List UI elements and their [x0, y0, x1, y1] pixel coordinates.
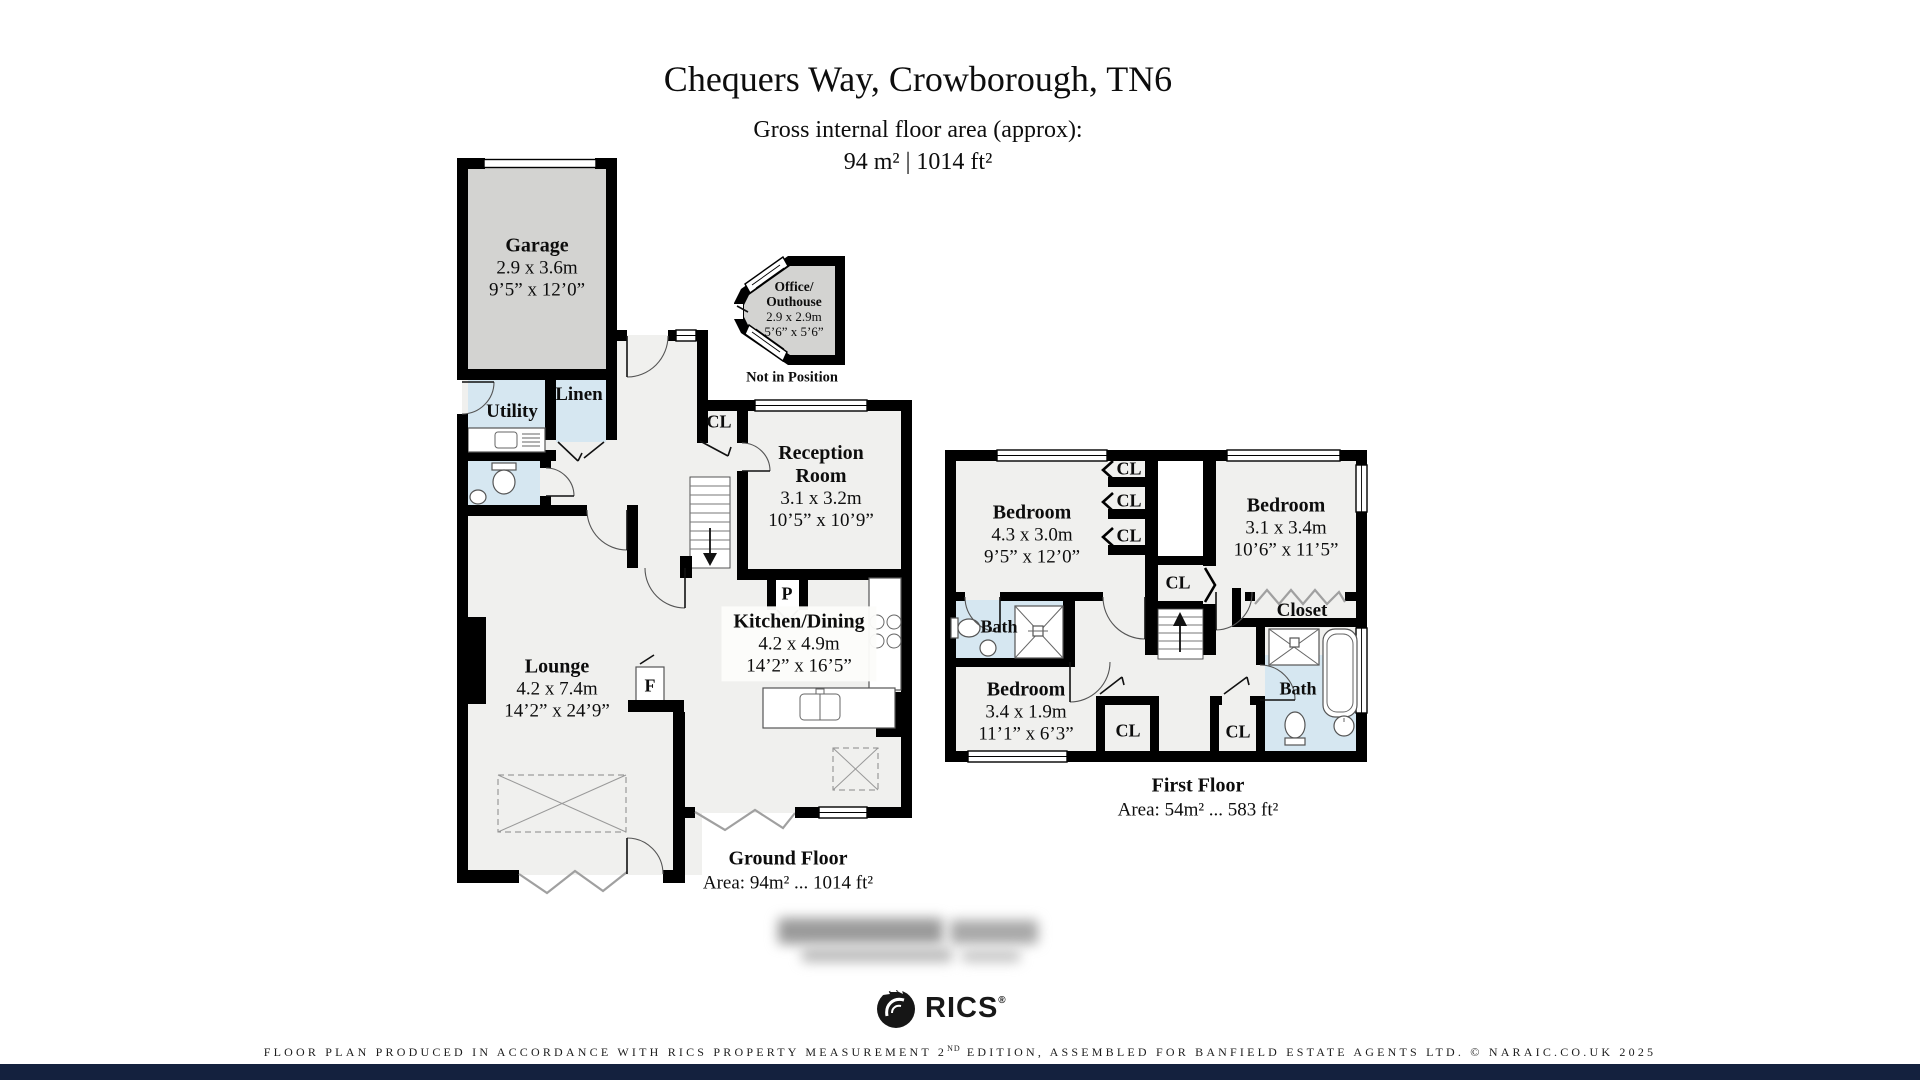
garage-walls — [457, 158, 617, 380]
bath-left-fixtures — [950, 605, 1064, 659]
garage-label: Garage 2.9 x 3.6m 9’5” x 12’0” — [488, 234, 586, 301]
redacted-watermark — [802, 948, 952, 962]
ground-floor-caption: Ground Floor Area: 94m² ... 1014 ft² — [702, 847, 874, 894]
bedroom2-label: Bedroom 3.1 x 3.4m 10’6” x 11’5” — [1233, 494, 1339, 561]
folding-doors — [518, 869, 628, 895]
first-floor-plan — [945, 449, 1368, 763]
cl-label-bottom-left: CL — [1115, 720, 1141, 741]
first-floor-caption: First Floor Area: 54m² ... 583 ft² — [1117, 774, 1279, 821]
closet-large-label: Closet — [1276, 600, 1328, 621]
utility-label: Utility — [486, 401, 538, 422]
rics-lion-icon — [877, 986, 915, 1028]
wc-basin — [469, 489, 487, 505]
cl-label-bottom-right: CL — [1225, 721, 1251, 742]
pantry-label: P — [781, 583, 793, 604]
toilet-right — [1284, 711, 1306, 739]
rics-logo: RICS® — [874, 986, 1007, 1030]
closet-stack — [1101, 455, 1217, 655]
office-outhouse-label: Office/ Outhouse 2.9 x 2.9m 5’6” x 5’6” — [764, 279, 824, 339]
cl-label-2: CL — [1116, 490, 1142, 511]
lounge-south-wall — [457, 416, 685, 895]
fridge-recess — [628, 654, 685, 874]
bottom-bar — [0, 1064, 1920, 1080]
bedroom1-label: Bedroom 4.3 x 3.0m 9’5” x 12’0” — [983, 501, 1081, 568]
bathtub — [1322, 628, 1358, 718]
kitchen-opening — [694, 808, 796, 832]
linen-label: Linen — [555, 384, 603, 405]
basin-right — [1333, 715, 1355, 737]
lounge-skylight — [497, 774, 627, 833]
not-in-position-note: Not in Position — [746, 369, 838, 386]
redacted-watermark — [778, 918, 943, 944]
garage-floor — [462, 163, 612, 375]
floor-area-values: 94 m² | 1014 ft² — [843, 149, 993, 175]
first-floor-inner-walls — [945, 588, 1367, 757]
reception-label: Reception Room 3.1 x 3.2m 10’5” x 10’9” — [768, 441, 874, 532]
stairwell-void — [1158, 457, 1203, 560]
disclaimer-text: FLOOR PLAN PRODUCED IN ACCORDANCE WITH R… — [263, 1044, 1657, 1059]
garage-door — [483, 158, 597, 169]
cl-label-1: CL — [1116, 458, 1142, 479]
bath-right-label: Bath — [1279, 678, 1317, 699]
redacted-watermark — [962, 950, 1020, 962]
closet-accordion-door — [1254, 588, 1346, 606]
closet-label-ground: CL — [706, 411, 732, 432]
bath-right-fixtures — [1268, 628, 1358, 746]
lounge-label: Lounge 4.2 x 7.4m 14’2” x 24’9” — [504, 655, 610, 722]
page-title: Chequers Way, Crowborough, TN6 — [663, 59, 1173, 99]
cl-label-3: CL — [1116, 525, 1142, 546]
chimney-breast — [468, 617, 486, 704]
redacted-watermark — [950, 920, 1038, 944]
fridge-label: F — [644, 675, 656, 696]
wc-walls — [457, 461, 551, 516]
bedroom3-label: Bedroom 3.4 x 1.9m 11’1” x 6’3” — [978, 678, 1074, 745]
stairs-down-arrow — [703, 553, 717, 566]
stairs-up-arrow — [1173, 612, 1187, 626]
first-floor-doors — [964, 591, 1296, 703]
cl-label-mid: CL — [1165, 572, 1191, 593]
office-door — [733, 304, 743, 319]
staircase-first — [1157, 608, 1204, 660]
wc-toilet — [491, 462, 517, 495]
kitchen-label: Kitchen/Dining 4.2 x 4.9m 14’2” x 16’5” — [721, 606, 877, 682]
reception-walls — [697, 399, 912, 580]
floor-area-subtitle: Gross internal floor area (approx): — [753, 117, 1083, 143]
kitchen-skylight — [832, 747, 879, 791]
kitchen-island — [762, 687, 896, 729]
hall-partitions — [551, 505, 638, 568]
office-outhouse-plan — [733, 255, 845, 365]
staircase-ground — [680, 476, 731, 578]
linen-floor — [556, 380, 606, 442]
ground-floor-doors — [461, 335, 771, 875]
rics-wordmark: RICS® — [925, 991, 1007, 1024]
entry-walls — [617, 329, 708, 443]
bath-left-label: Bath — [980, 616, 1018, 637]
utility-counter — [467, 427, 546, 453]
